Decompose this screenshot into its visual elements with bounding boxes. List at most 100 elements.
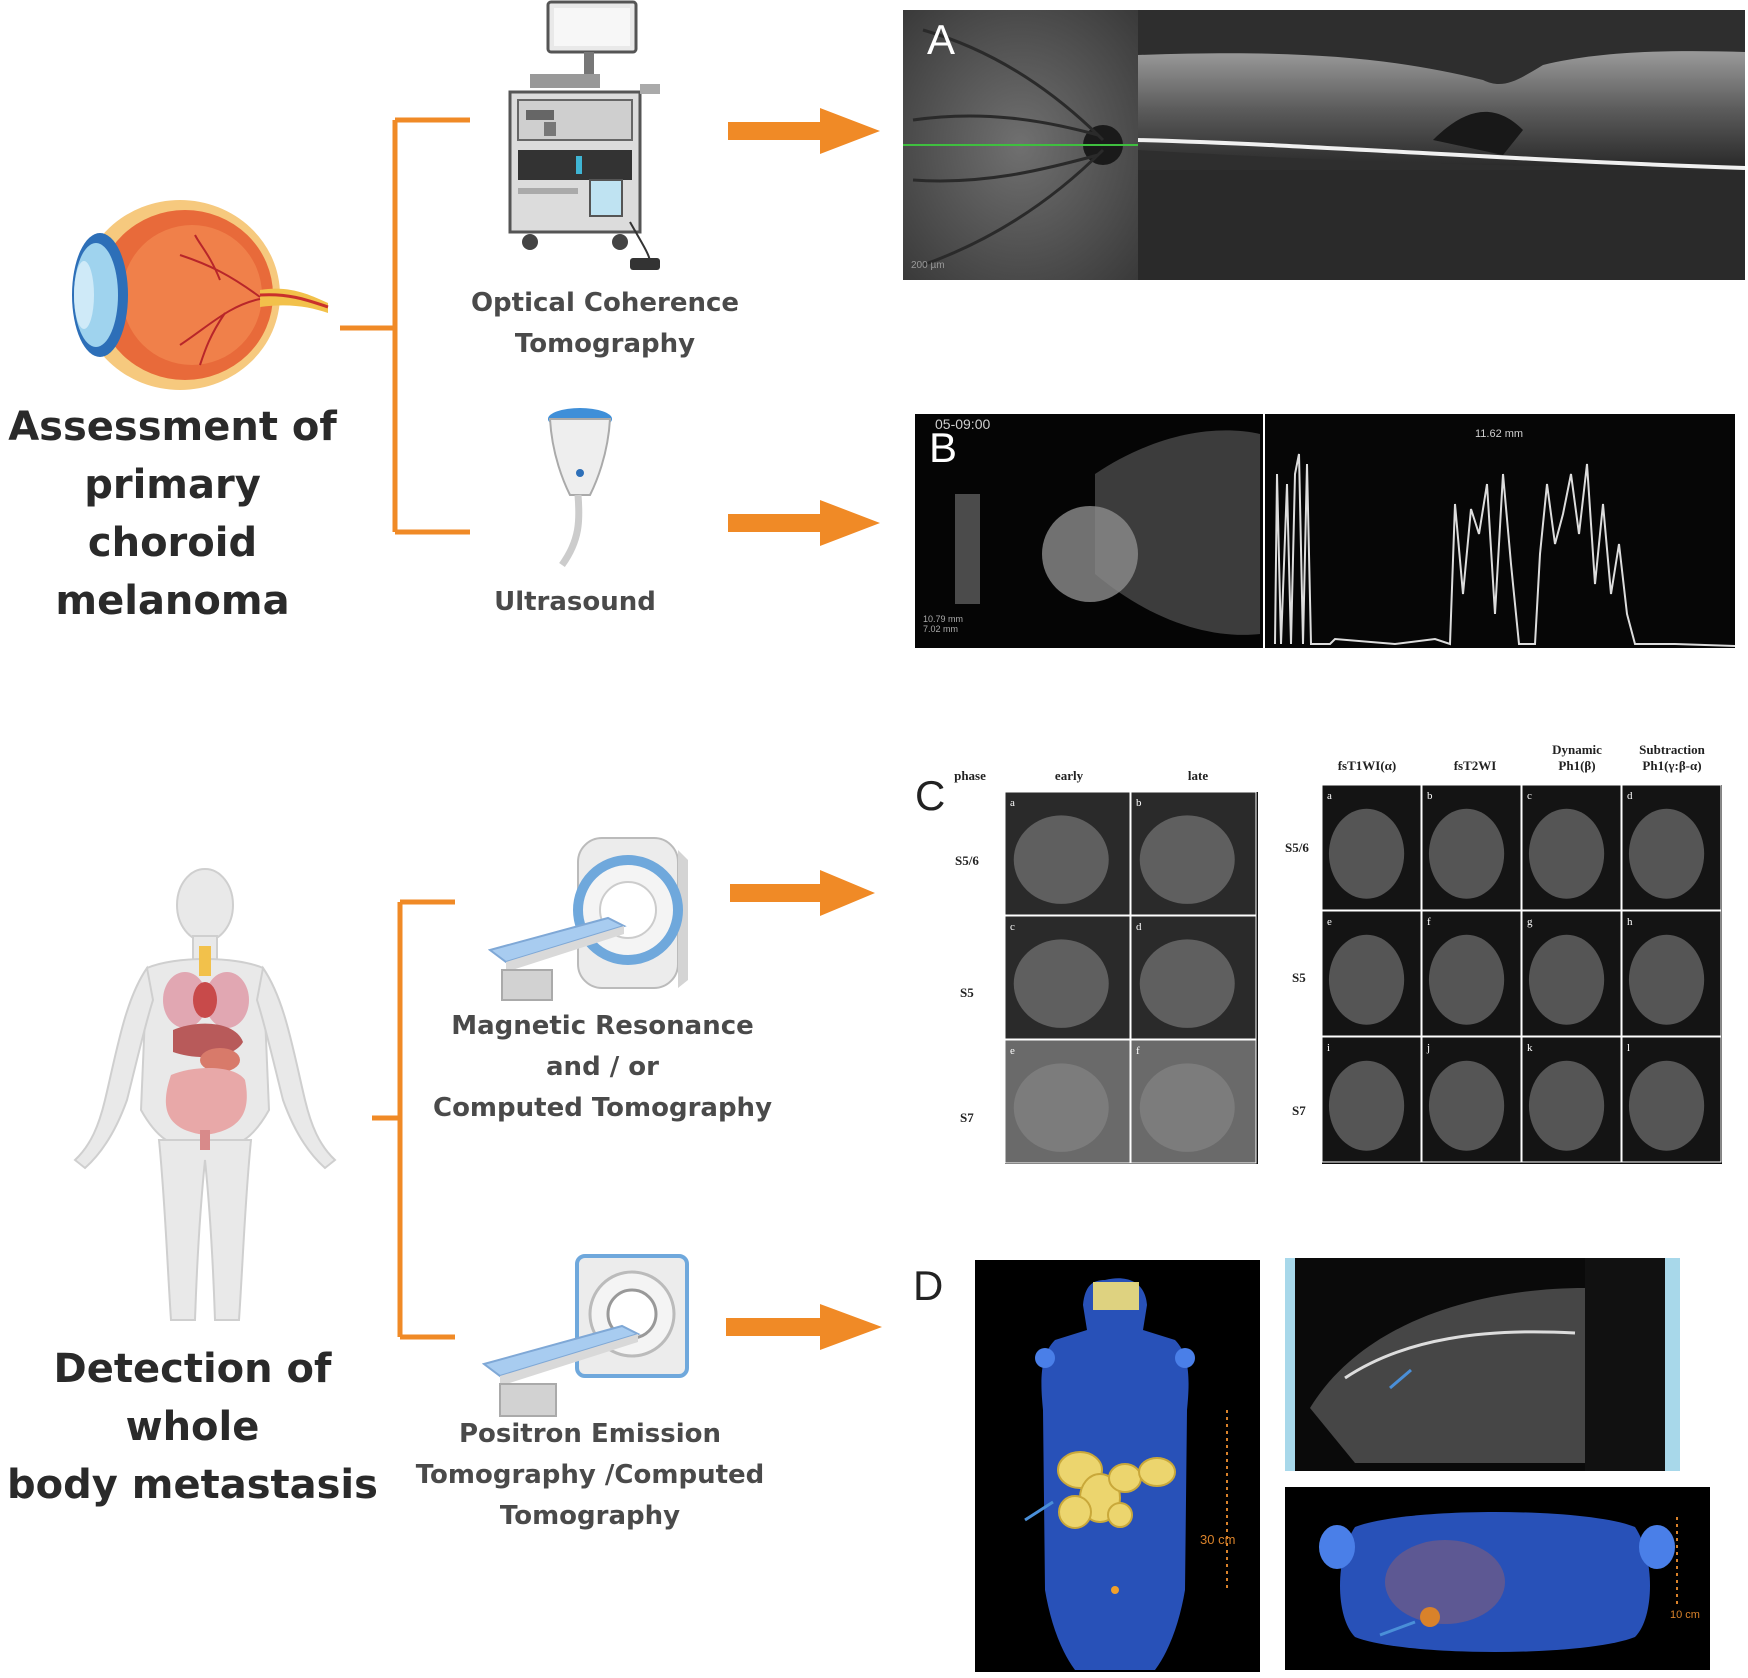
petct-label-line: Positron Emission xyxy=(459,1419,721,1449)
eye-section-title: Assessment of primary choroid melanoma xyxy=(0,398,345,630)
mr-thumbnail-letter: a xyxy=(1327,790,1332,802)
mr-thumbnail-organ xyxy=(1428,808,1505,899)
ct-row-label: S5 xyxy=(960,985,974,1000)
oct-label: Optical Coherence Tomography xyxy=(440,283,770,365)
panel-b-footer-line: 7.02 mm xyxy=(923,624,959,634)
mrct-label-line: Computed Tomography xyxy=(432,1093,773,1123)
mr-thumbnail-letter: i xyxy=(1327,1042,1330,1054)
mr-thumbnail-organ xyxy=(1328,808,1405,899)
mr-row-label: S5 xyxy=(1292,970,1306,985)
mr-thumbnail-organ xyxy=(1328,1060,1405,1151)
mr-header-line: Ph1(γ:β-α) xyxy=(1642,758,1702,773)
mr-thumbnail-organ xyxy=(1328,934,1405,1025)
mr-thumbnail-letter: c xyxy=(1527,790,1532,802)
panel-b-letter: B xyxy=(929,424,958,471)
panel-a-oct-image: A 200 µm xyxy=(903,10,1745,280)
panel-a-scale: 200 µm xyxy=(911,260,945,271)
mr-thumbnail-letter: l xyxy=(1627,1042,1630,1054)
mr-thumbnail-organ xyxy=(1628,934,1705,1025)
petct-label-line: Tomography xyxy=(499,1501,681,1531)
mr-thumbnail-letter: f xyxy=(1427,916,1431,928)
petct-label-line: Tomography /Computed xyxy=(415,1460,765,1490)
mr-thumbnail-organ xyxy=(1428,934,1505,1025)
mr-thumbnail-organ xyxy=(1428,1060,1505,1151)
panel-b-ultrasound-image: B 05-09:00 11.62 mm 10.79 mm 7.02 mm xyxy=(915,414,1735,648)
mr-thumbnail-letter: h xyxy=(1627,916,1633,928)
oct-label-line: Tomography xyxy=(514,329,696,359)
panel-d-pet-axial-image: 10 cm xyxy=(1285,1487,1710,1670)
mr-row-label: S7 xyxy=(1292,1103,1306,1118)
eye-title-line: melanoma xyxy=(55,578,290,624)
panel-a-letter: A xyxy=(927,16,956,63)
arrow-to-panel-b xyxy=(728,500,880,546)
ct-thumbnail-organ xyxy=(1013,939,1109,1028)
panel-d-scale-main: 30 cm xyxy=(1200,1532,1236,1547)
mr-header-line: Subtraction xyxy=(1639,742,1705,757)
panel-b-header: 05-09:00 xyxy=(935,416,991,432)
mr-thumbnail-organ xyxy=(1528,934,1605,1025)
mrct-label-line: Magnetic Resonance xyxy=(451,1011,754,1041)
ct-header-phase: phase xyxy=(954,768,986,783)
mr-thumbnail-organ xyxy=(1528,1060,1605,1151)
ct-thumbnail-letter: d xyxy=(1136,921,1142,933)
mr-thumbnail-organ xyxy=(1628,1060,1705,1151)
human-body-icon xyxy=(73,868,337,1321)
panel-d-scale-axial: 10 cm xyxy=(1670,1609,1700,1621)
mr-thumbnail-organ xyxy=(1628,808,1705,899)
mr-thumbnail-letter: d xyxy=(1627,790,1633,802)
eye-icon xyxy=(72,200,329,390)
panel-d-pet-coronal-image: 30 cm xyxy=(975,1260,1260,1672)
ultrasound-probe-icon xyxy=(548,408,612,568)
ct-header-late: late xyxy=(1187,768,1209,783)
ultrasound-label: Ultrasound xyxy=(440,582,710,623)
ultrasound-label-line: Ultrasound xyxy=(494,587,656,617)
mr-header-line: Ph1(β) xyxy=(1558,758,1596,773)
mr-thumbnail-letter: g xyxy=(1527,916,1533,928)
panel-b-measure: 11.62 mm xyxy=(1475,428,1524,440)
pet-ct-scanner-icon xyxy=(482,1254,689,1417)
mr-thumbnail-letter: k xyxy=(1527,1042,1533,1054)
mr-thumbnail-letter: b xyxy=(1427,790,1433,802)
mr-header-t1: fsT1WI(α) xyxy=(1337,758,1397,773)
ct-thumbnail-letter: b xyxy=(1136,797,1142,809)
ct-row-label: S5/6 xyxy=(955,853,979,868)
ct-header-early: early xyxy=(1054,768,1084,783)
mr-thumbnail-letter: j xyxy=(1426,1042,1430,1054)
ct-thumbnail-letter: c xyxy=(1010,921,1015,933)
arrow-to-panel-d xyxy=(726,1304,882,1350)
eye-title-line: primary choroid xyxy=(84,462,261,566)
panel-b-footer: 10.79 mm 7.02 mm xyxy=(923,614,963,634)
ct-thumbnail-letter: f xyxy=(1136,1045,1140,1057)
mr-header-subtraction: Subtraction Ph1(γ:β-α) xyxy=(1622,742,1722,774)
panel-d-letter: D xyxy=(913,1262,944,1309)
body-section-title: Detection of whole body metastasis xyxy=(0,1340,385,1514)
mr-header-line: Dynamic xyxy=(1552,742,1602,757)
body-title-line: Detection of whole xyxy=(53,1346,332,1450)
ct-thumbnail-organ xyxy=(1013,815,1109,904)
mrct-label: Magnetic Resonance and / or Computed Tom… xyxy=(430,1006,775,1129)
ct-thumbnail-letter: a xyxy=(1010,797,1015,809)
panel-d-ultrasound-image xyxy=(1285,1258,1680,1471)
mr-header-t2: fsT2WI xyxy=(1453,758,1497,773)
mri-scanner-icon xyxy=(488,837,688,1001)
ct-thumbnail-organ xyxy=(1139,939,1235,1028)
ct-thumbnail-organ xyxy=(1139,815,1235,904)
mr-image-grid: a b c d e f g h i j k l xyxy=(1322,785,1722,1164)
mr-thumbnail-organ xyxy=(1528,808,1605,899)
body-title-line: body metastasis xyxy=(7,1462,378,1508)
ct-thumbnail-organ xyxy=(1013,1063,1109,1152)
mrct-label-line: and / or xyxy=(546,1052,659,1082)
arrow-to-panel-c xyxy=(730,870,875,916)
eye-title-line: Assessment of xyxy=(8,404,337,450)
petct-label: Positron Emission Tomography /Computed T… xyxy=(415,1414,765,1537)
mr-header-dynamic: Dynamic Ph1(β) xyxy=(1532,742,1622,774)
ct-thumbnail-organ xyxy=(1139,1063,1235,1152)
mr-row-label: S5/6 xyxy=(1285,840,1309,855)
ct-row-label: S7 xyxy=(960,1110,974,1125)
oct-device-icon xyxy=(508,0,660,270)
mr-thumbnail-letter: e xyxy=(1327,916,1332,928)
arrow-to-panel-a xyxy=(728,108,880,154)
oct-label-line: Optical Coherence xyxy=(470,288,740,318)
